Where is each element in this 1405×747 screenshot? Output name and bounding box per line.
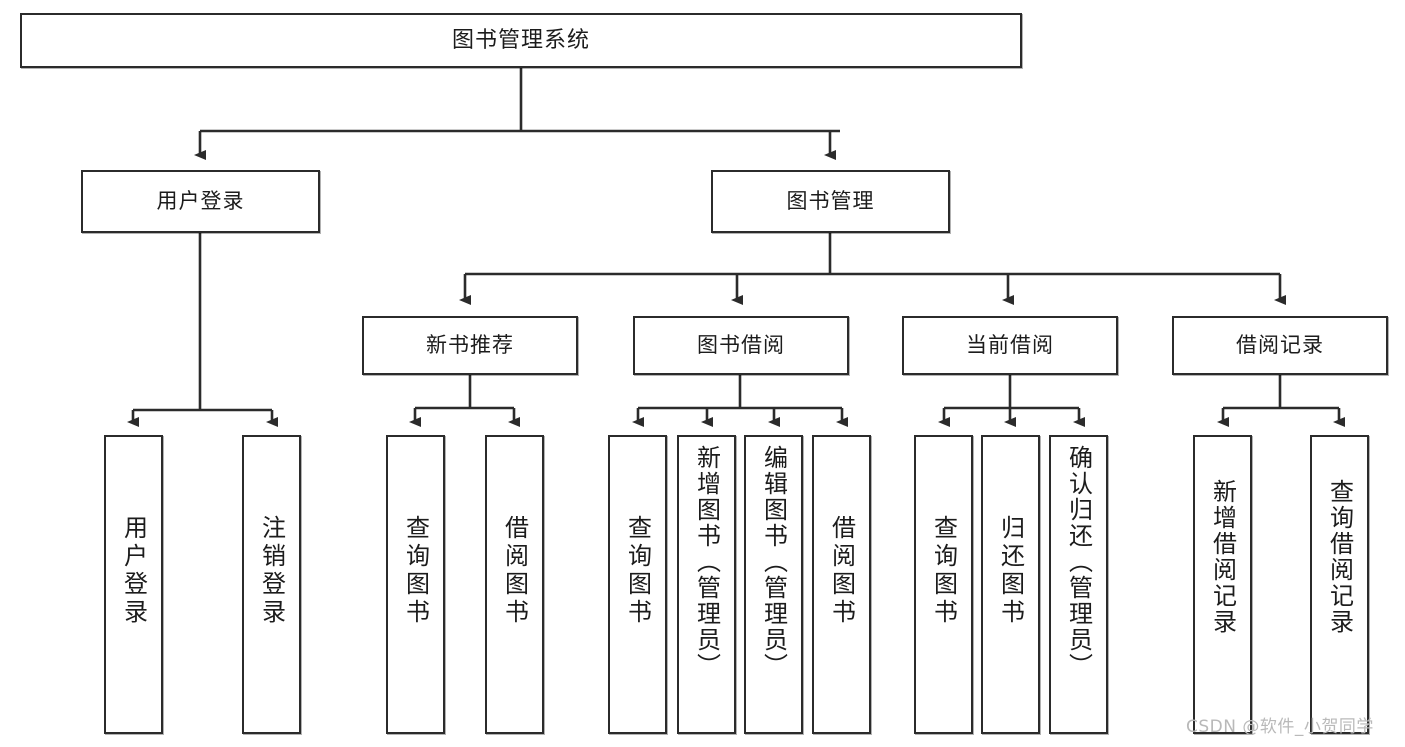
- node-label: 编辑图书（管理员）: [759, 445, 788, 679]
- leaf-book-borrow-add-book-admin[interactable]: 新增图书（管理员）: [677, 435, 736, 734]
- node-label: 查询图书: [401, 515, 430, 627]
- leaf-current-borrow-return-book[interactable]: 归还图书: [981, 435, 1040, 734]
- node-label: 确认归还（管理员）: [1064, 445, 1093, 679]
- node-label: 归还图书: [996, 515, 1025, 627]
- node-label: 注销登录: [257, 515, 286, 627]
- node-label: 当前借阅: [966, 333, 1054, 358]
- node-label: 借阅图书: [827, 515, 856, 627]
- node-label: 新增借阅记录: [1208, 479, 1237, 635]
- leaf-borrow-record-query-record[interactable]: 查询借阅记录: [1310, 435, 1369, 734]
- leaf-user-login-logout[interactable]: 注销登录: [242, 435, 301, 734]
- node-root-book-management-system[interactable]: 图书管理系统: [20, 13, 1022, 68]
- leaf-new-book-borrow-book[interactable]: 借阅图书: [485, 435, 544, 734]
- leaf-current-borrow-confirm-return-admin[interactable]: 确认归还（管理员）: [1049, 435, 1108, 734]
- leaf-book-borrow-borrow-book[interactable]: 借阅图书: [812, 435, 871, 734]
- node-label: 新书推荐: [426, 333, 514, 358]
- node-label: 用户登录: [119, 515, 148, 627]
- node-label: 查询图书: [623, 515, 652, 627]
- node-label: 借阅图书: [500, 515, 529, 627]
- leaf-borrow-record-add-record[interactable]: 新增借阅记录: [1193, 435, 1252, 734]
- node-label: 查询借阅记录: [1325, 479, 1354, 635]
- leaf-new-book-query-book[interactable]: 查询图书: [386, 435, 445, 734]
- leaf-user-login-login[interactable]: 用户登录: [104, 435, 163, 734]
- watermark-csdn: CSDN @软件_小贺同学: [1186, 717, 1374, 737]
- node-borrow-record[interactable]: 借阅记录: [1172, 316, 1388, 375]
- node-label: 新增图书（管理员）: [692, 445, 721, 679]
- node-label: 图书管理: [786, 189, 875, 214]
- node-user-login[interactable]: 用户登录: [81, 170, 320, 233]
- node-book-management[interactable]: 图书管理: [711, 170, 950, 233]
- leaf-book-borrow-edit-book-admin[interactable]: 编辑图书（管理员）: [744, 435, 803, 734]
- node-current-borrow[interactable]: 当前借阅: [902, 316, 1118, 375]
- node-label: 图书管理系统: [451, 27, 590, 53]
- node-label: 查询图书: [929, 515, 958, 627]
- node-book-borrow[interactable]: 图书借阅: [633, 316, 849, 375]
- node-label: 用户登录: [156, 189, 245, 214]
- leaf-book-borrow-query-book[interactable]: 查询图书: [608, 435, 667, 734]
- node-label: 图书借阅: [697, 333, 785, 358]
- leaf-current-borrow-query-book[interactable]: 查询图书: [914, 435, 973, 734]
- node-label: 借阅记录: [1236, 333, 1324, 358]
- node-new-book-recommend[interactable]: 新书推荐: [362, 316, 578, 375]
